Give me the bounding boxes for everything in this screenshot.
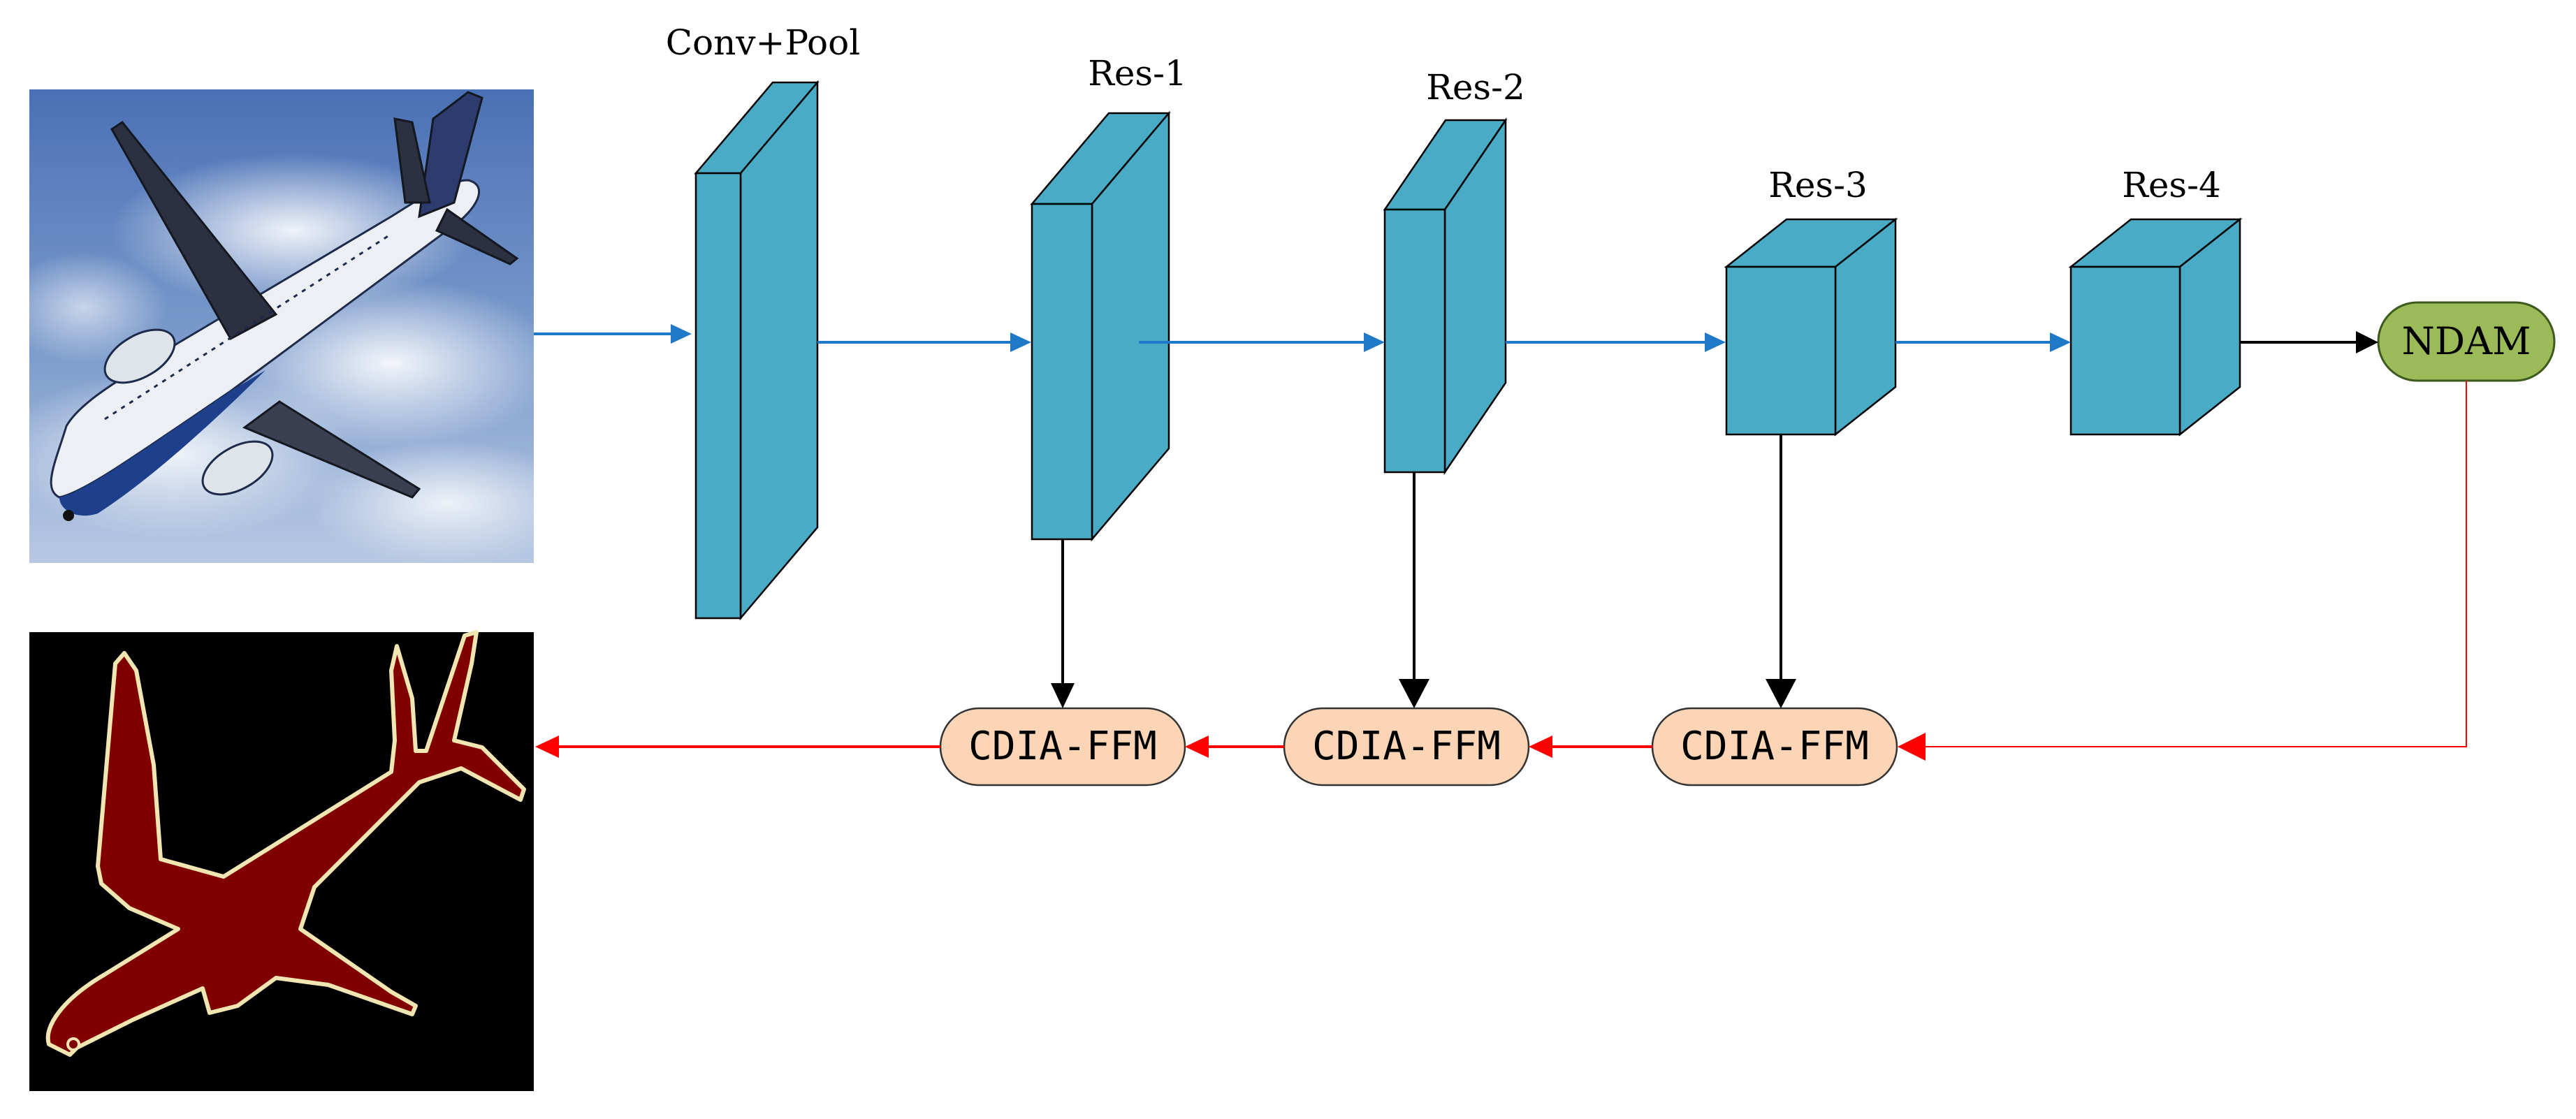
fusion-module-2-label: CDIA-FFM	[1312, 724, 1501, 769]
forward-arrows	[534, 324, 2071, 352]
ndam-label: NDAM	[2402, 319, 2531, 363]
res4-block	[2068, 217, 2243, 437]
skip-arrows	[1051, 331, 2378, 708]
res2-block	[1383, 117, 1508, 476]
res1-label: Res-1	[1088, 53, 1187, 94]
arrowhead-ffm1-to-output	[535, 736, 559, 758]
arrowhead-res1-to-ffm1	[1051, 683, 1075, 708]
arrowhead-ffm3-to-ffm2	[1529, 736, 1552, 758]
res1-block	[1030, 110, 1171, 542]
fusion-module-3-label: CDIA-FFM	[1680, 724, 1869, 769]
arrowhead-res2-to-res3	[1705, 332, 1726, 352]
arrowhead-conv-to-res1	[1010, 332, 1031, 352]
arrowhead-ndam-to-ffm3	[1898, 733, 1926, 761]
conv-pool-block	[694, 80, 820, 621]
input-image	[0, 89, 587, 566]
res2-label: Res-2	[1426, 67, 1525, 108]
arrowhead-res4-to-ndam	[2356, 331, 2378, 353]
arrowhead-res3-to-res4	[2050, 332, 2071, 352]
res3-block	[1724, 217, 1898, 437]
decoder-arrows	[535, 381, 2467, 761]
output-image	[29, 630, 534, 1091]
airplane-photo-icon	[50, 91, 519, 521]
res4-label: Res-4	[2122, 165, 2221, 205]
arrowhead-res3-to-ffm3	[1766, 679, 1796, 708]
arrowhead-ffm2-to-ffm1	[1185, 736, 1209, 758]
arrowhead-res1-to-res2	[1364, 332, 1385, 352]
arrow-ndam-to-ffm3	[1923, 381, 2467, 747]
fusion-module-1-label: CDIA-FFM	[968, 724, 1157, 769]
arrowhead-res2-to-ffm2	[1399, 679, 1429, 708]
res3-label: Res-3	[1768, 165, 1868, 205]
airplane-segmentation-mask-icon	[45, 630, 526, 1057]
arrowhead-input-to-conv	[671, 324, 692, 344]
conv-pool-label: Conv+Pool	[666, 22, 861, 63]
